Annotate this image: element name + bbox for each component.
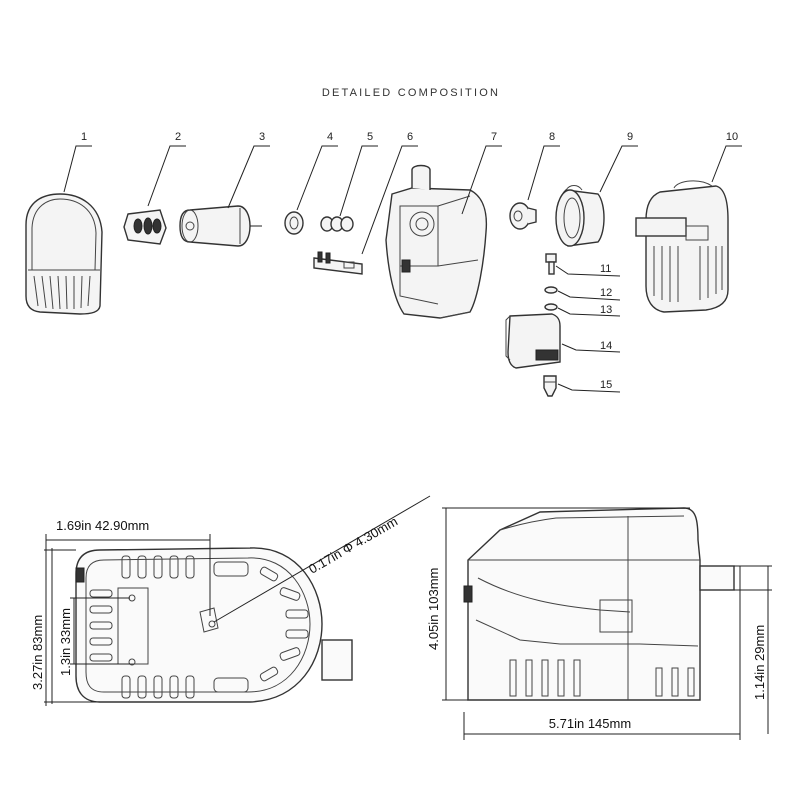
part-10-base-strainer: [635, 180, 729, 313]
side-view-drawing: [442, 507, 772, 740]
part-7-housing: [385, 164, 488, 319]
part-4-seal-ring: [284, 211, 304, 235]
dim-height-inner: 1.3in 33mm: [58, 608, 73, 676]
part-5-washers: [320, 216, 354, 232]
part-number-5: 5: [367, 131, 373, 143]
part-1-cover: [25, 193, 103, 315]
part-number-11: 11: [600, 263, 611, 275]
part-number-1: 1: [81, 131, 87, 143]
part-number-6: 6: [407, 131, 413, 143]
dim-height-side: 4.05in 103mm: [426, 568, 441, 650]
part-number-14: 14: [600, 340, 612, 352]
leader-lines: [63, 145, 742, 393]
dim-height-left: 3.27in 83mm: [30, 615, 45, 690]
part-number-labels: 1 2 3 4 5 6 7 8 9 10 11 12 13 14 15: [81, 131, 738, 391]
part-number-12: 12: [600, 287, 612, 299]
part-number-4: 4: [327, 131, 333, 143]
part-9-strainer-cup: [555, 185, 605, 247]
part-number-8: 8: [549, 131, 555, 143]
part-number-10: 10: [726, 131, 738, 143]
part-12-o-ring: [544, 286, 558, 294]
dim-outlet-height: 1.14in 29mm: [752, 625, 767, 700]
part-8-impeller: [509, 202, 537, 230]
part-6-switch-bar: [313, 251, 363, 275]
diagram-title: DETAILED COMPOSITION: [322, 87, 500, 99]
part-11-connector: [545, 253, 557, 275]
part-14-float-switch: [505, 313, 561, 369]
part-number-3: 3: [259, 131, 265, 143]
dim-width-top: 1.69in 42.90mm: [56, 518, 149, 533]
dim-length: 5.71in 145mm: [549, 716, 631, 731]
top-view-drawing: [44, 495, 431, 706]
part-number-13: 13: [600, 304, 612, 316]
part-2-plate: [123, 209, 167, 245]
part-number-7: 7: [491, 131, 497, 143]
part-number-9: 9: [627, 131, 633, 143]
part-13-o-ring: [544, 303, 558, 311]
part-number-2: 2: [175, 131, 181, 143]
part-3-motor: [179, 205, 262, 247]
part-15-nozzle: [543, 375, 557, 397]
part-number-15: 15: [600, 379, 612, 391]
dim-hole: 0.17in Φ 4.30mm: [306, 514, 400, 577]
